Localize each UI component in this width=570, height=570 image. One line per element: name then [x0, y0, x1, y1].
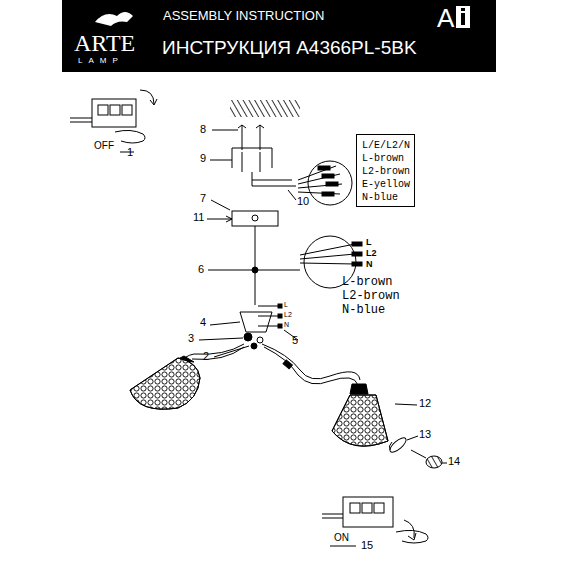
callout-number: 8 [200, 124, 206, 135]
callout-number: 9 [200, 153, 206, 164]
header-icon: A [437, 5, 454, 31]
callout-number: 3 [188, 333, 194, 344]
wire-color-box: L/E/L2/N L-brown L2-brown E-yellow N-blu… [356, 134, 415, 207]
callout-number: 12 [419, 398, 431, 409]
wire-color: L2-brown [342, 290, 400, 302]
callout-number: 10 [297, 196, 309, 207]
wire-label: L2 [366, 249, 377, 258]
wire-label: L [284, 301, 288, 308]
callout-number: 1 [127, 147, 133, 158]
header-title: ИНСТРУКЦИЯ A4366PL-5BK [162, 38, 417, 57]
callout-number: 6 [198, 264, 204, 275]
wire-label: L [366, 238, 372, 247]
header-text: ASSEMBLY INSTRUCTION [163, 9, 324, 22]
callout-number: 4 [200, 317, 206, 328]
wire-color: L-brown [342, 276, 392, 288]
callout-number: 15 [361, 540, 373, 551]
callout-number: 7 [200, 193, 206, 204]
brand-logo: LAMP [78, 57, 124, 65]
callout-number: 11 [193, 212, 204, 223]
switch-label: OFF [94, 141, 114, 151]
callout-number: 14 [448, 456, 460, 467]
switch-label: ON [334, 533, 349, 543]
wire-label: N [284, 321, 289, 328]
callout-number: 2 [203, 351, 209, 362]
callout-number: 5 [292, 335, 298, 346]
wire-color-text: L/E/L2/N L-brown L2-brown E-yellow N-blu… [362, 139, 410, 204]
wire-color: N-blue [342, 304, 385, 316]
brand-logo: ARTE [74, 31, 135, 55]
wire-label: N [366, 260, 373, 269]
callout-number: 13 [419, 429, 431, 440]
wire-label: L2 [284, 311, 292, 318]
